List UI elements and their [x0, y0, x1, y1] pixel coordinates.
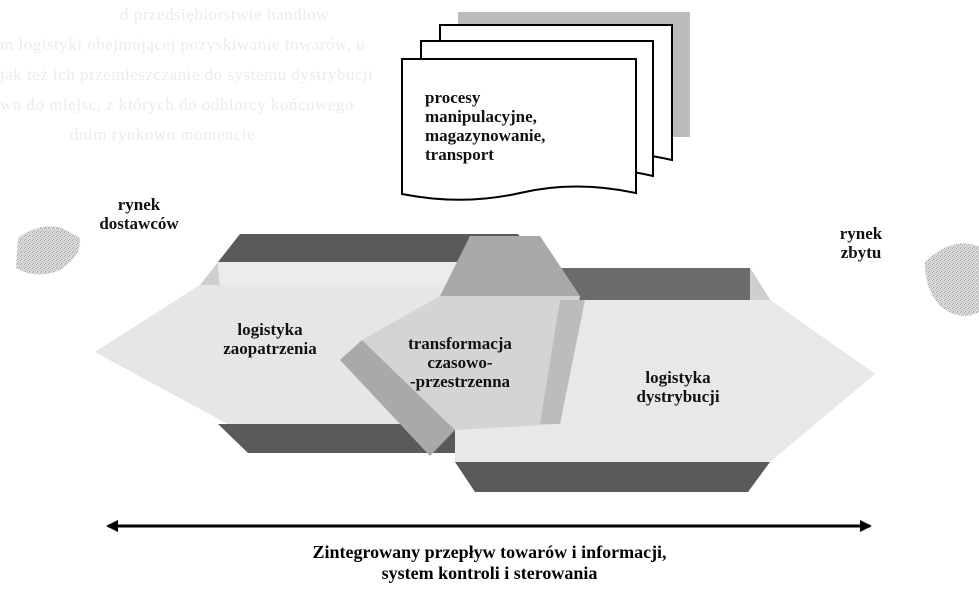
transformation-top-band [440, 236, 580, 296]
document-sheet-front [401, 58, 637, 201]
document-stack-label: procesy manipulacyjne, magazynowanie, tr… [425, 88, 546, 164]
bleed-through-line: d przedsiębiorstwie handlow [120, 5, 329, 24]
distribution-logistics-label: logistyka dystrybucji [636, 368, 720, 406]
distribution-hex-bottom-band [455, 462, 770, 492]
supply-logistics-label: logistyka zaopatrzenia [223, 320, 317, 358]
bleed-through-line: wn do miejsc, z których do odbiorcy końc… [0, 95, 354, 114]
transformation-label: transformacja czasowo- -przestrzenna [408, 334, 512, 391]
transformation-left-slant [340, 340, 455, 456]
bleed-through-line: jak też ich przemieszczanie do systemu d… [0, 65, 374, 84]
sales-market-label: rynek zbytu [839, 224, 883, 262]
bleed-through-line: m logistyki obejmującej pozyskiwanie tow… [0, 35, 366, 54]
sales-market-shape [924, 243, 979, 316]
transformation-panel [340, 236, 585, 456]
document-stack [401, 12, 690, 201]
transformation-right-slant [540, 300, 585, 424]
supply-hex-bottom-band [218, 424, 455, 453]
supplier-market-shape [16, 226, 81, 275]
flow-caption: Zintegrowany przepływ towarów i informac… [312, 542, 667, 583]
supply-hex-top-band [218, 234, 540, 262]
transformation-body [362, 296, 580, 430]
supplier-market-label: rynek dostawców [99, 195, 179, 233]
bleed-through-line: dnim rynkowo momencie [70, 125, 256, 144]
